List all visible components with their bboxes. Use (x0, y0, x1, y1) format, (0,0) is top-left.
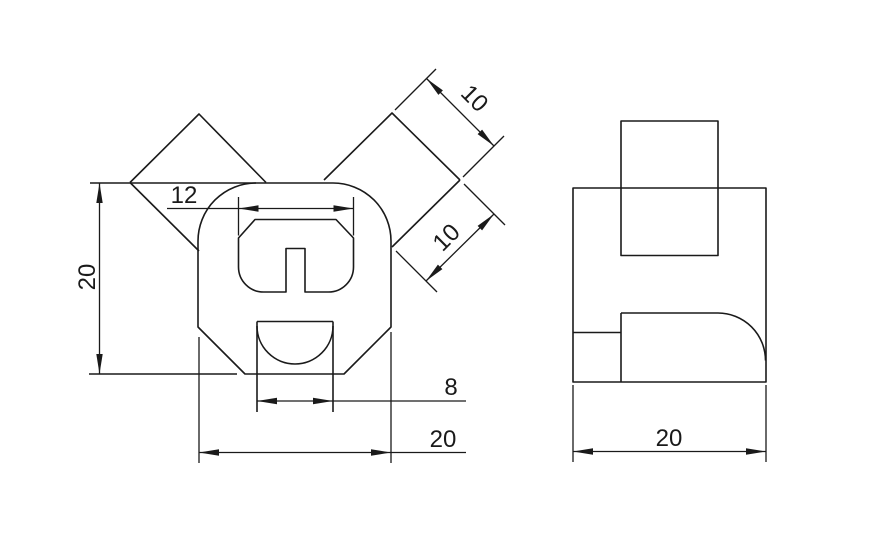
rotated-square-left-lower-edge (129, 181, 200, 252)
arrowhead-left (238, 205, 259, 212)
dimension-text-20-depth: 20 (656, 425, 683, 452)
side-outline (572, 187, 767, 383)
arrowhead-up (96, 183, 103, 203)
dimension-cavity-width: 12 (167, 182, 355, 236)
arrowhead-up-right (477, 214, 494, 231)
extension-line (395, 250, 438, 293)
upper-cavity (237, 218, 355, 293)
front-view (89, 112, 461, 412)
arrowhead-left (199, 449, 219, 456)
arrowhead-down-right (477, 129, 494, 146)
dimension-square-side-edge: 10 (395, 183, 506, 293)
rotated-square-right-top-edges (323, 112, 461, 181)
slot-semicircle (256, 325, 334, 365)
side-rounded-ledge (621, 312, 767, 361)
arrowhead-right (746, 448, 766, 455)
arrowhead-left (257, 397, 277, 405)
extension-line (462, 135, 505, 178)
dimension-text-8: 8 (444, 374, 457, 401)
arrowhead-right (313, 397, 333, 405)
dimension-slot-width: 8 (257, 374, 466, 405)
arrowhead-down (96, 354, 103, 374)
dimension-text-10-lower: 10 (428, 219, 466, 257)
front-outline (197, 182, 392, 375)
dimension-text-20-height: 20 (74, 264, 101, 291)
arrowhead-down-left (426, 264, 443, 281)
arrowhead-left (573, 448, 593, 455)
dimension-text-20-width: 20 (430, 426, 457, 453)
extension-line (463, 183, 506, 226)
arrowhead-right (333, 205, 354, 212)
dimension-text-10-upper: 10 (455, 80, 493, 118)
rotated-square-left (129, 113, 267, 252)
rotated-square-left-top-edges (129, 113, 267, 184)
dimension-overall-height: 20 (74, 183, 103, 374)
rotated-square-right-lower-edge (391, 179, 461, 248)
arrowhead-up-left (426, 78, 443, 95)
side-view (572, 120, 767, 383)
side-tab-projection (620, 120, 719, 257)
dimension-text-12: 12 (171, 182, 198, 209)
arrowhead-right (371, 449, 391, 456)
dimension-square-top-edge: 10 (394, 68, 505, 178)
dimension-depth: 20 (572, 385, 767, 462)
dimension-overall-width: 20 (198, 332, 466, 463)
rotated-square-right (323, 112, 461, 248)
extension-line (394, 68, 437, 111)
